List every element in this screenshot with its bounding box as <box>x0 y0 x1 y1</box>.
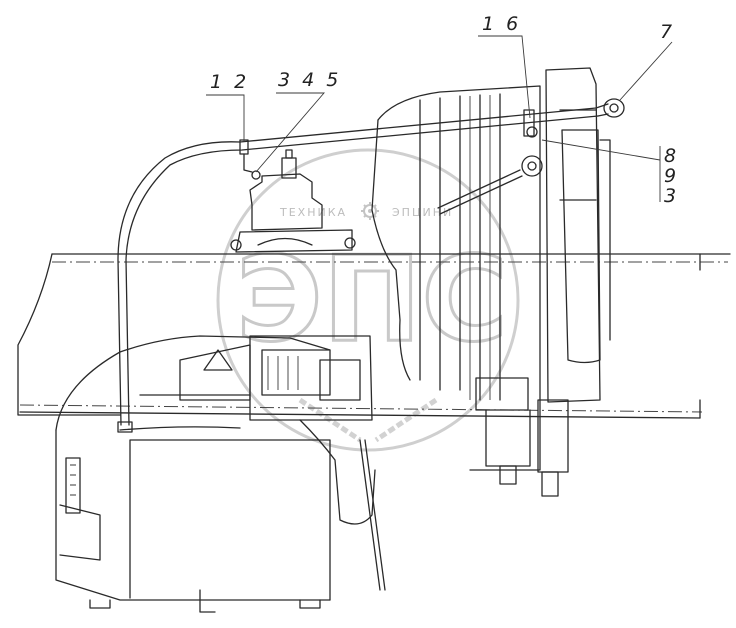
eye-fitting <box>603 98 625 118</box>
callout-label-1-2: 1 2 <box>210 71 249 93</box>
watermark-left-word: ТЕХНИКА <box>279 206 347 219</box>
callout-label-3-4-5: 3 4 5 <box>278 69 341 91</box>
pipeline <box>117 98 625 433</box>
callout-label-8: 8 <box>664 145 676 167</box>
callout-label-3: 3 <box>664 185 676 207</box>
gear-icon <box>361 202 379 220</box>
callout-label-7: 7 <box>660 21 675 43</box>
linkage-rod <box>437 155 543 215</box>
battery-box <box>55 335 331 613</box>
watermark: ЭПС ТЕХНИКА ЭПЦИНИ <box>216 148 520 452</box>
leader-lines <box>206 35 673 202</box>
watermark-logo-text: ЭПС <box>236 230 508 368</box>
watermark-right-word: ЭПЦИНИ <box>392 206 453 219</box>
callout-label-1-6: 1 6 <box>482 13 521 35</box>
pump-assembly <box>139 335 386 591</box>
engine-mount <box>230 149 356 253</box>
radiator-assembly <box>371 67 611 497</box>
callout-label-9: 9 <box>664 165 676 187</box>
watermark-ring <box>216 148 520 452</box>
